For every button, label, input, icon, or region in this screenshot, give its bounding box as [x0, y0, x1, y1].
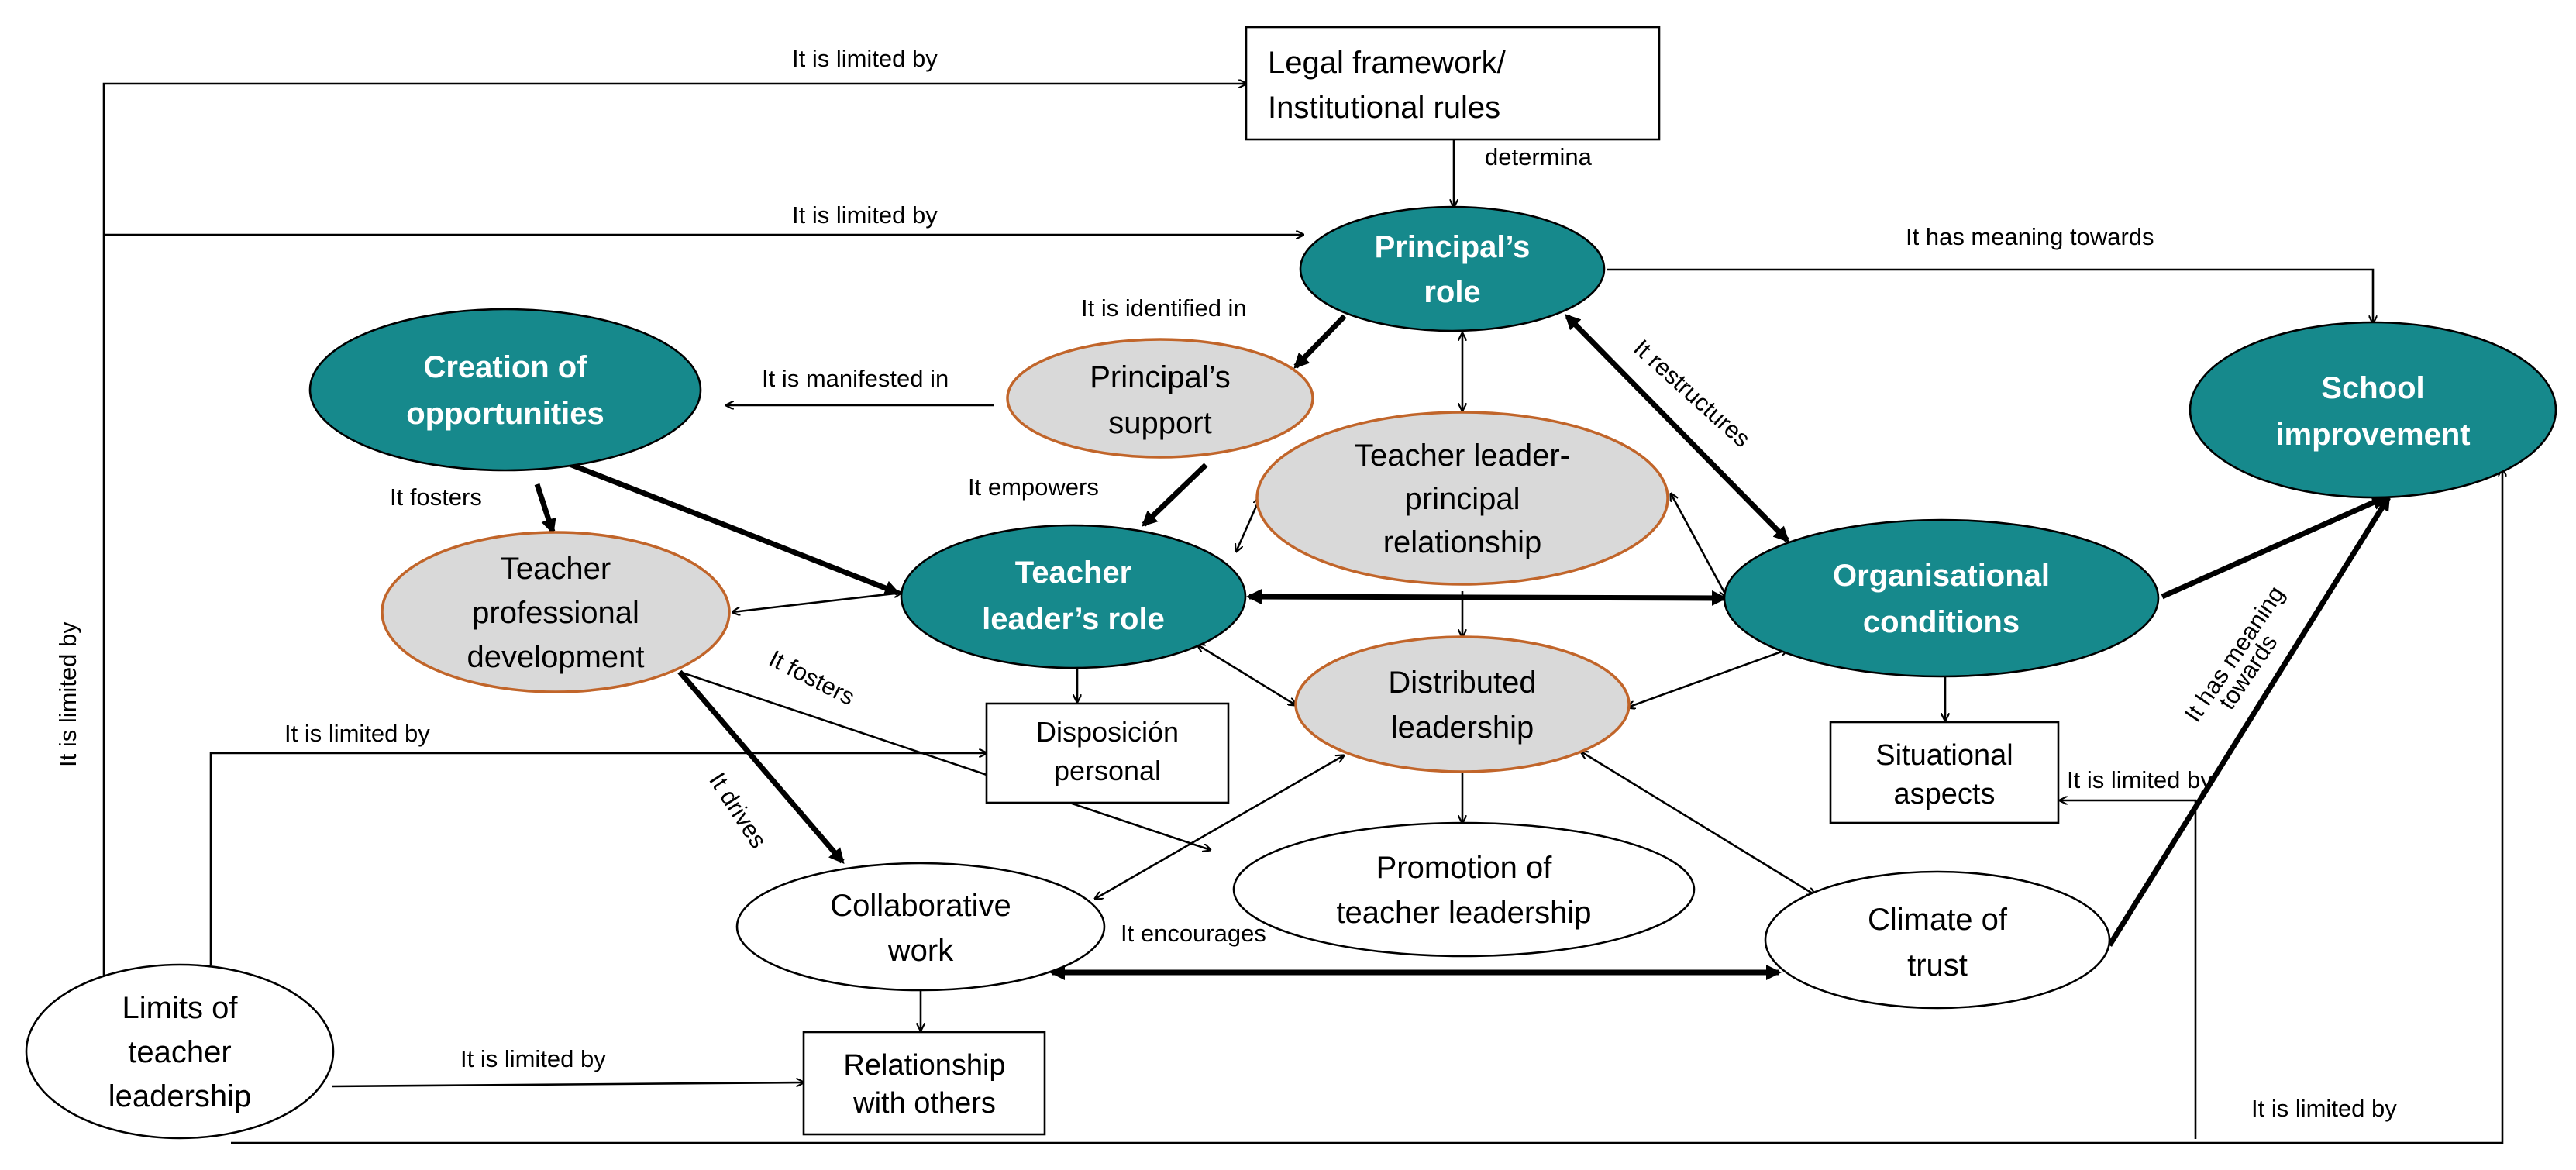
label-identified-in: It is identified in	[1081, 294, 1247, 322]
situational-aspects-line-1: Situational	[1875, 739, 2013, 772]
organisational-conditions-line-1: Organisational	[1833, 559, 2050, 593]
limits-line-1: Limits of	[122, 991, 239, 1025]
school-improvement-line-1: School	[2321, 371, 2424, 405]
collaborative-work-line-2: work	[887, 934, 954, 968]
node-distributed-leadership: Distributed leadership	[1294, 635, 1631, 773]
label-drives: It drives	[704, 768, 772, 853]
edge-teacher-leader-organisational	[1246, 589, 1727, 606]
label-limited-relationship: It is limited by	[460, 1045, 606, 1072]
node-climate-of-trust: Climate of trust	[1764, 870, 2111, 1010]
label-empowers: It empowers	[968, 473, 1099, 501]
edge-relationship-teacher-leader	[1236, 497, 1260, 552]
distributed-leadership-line-1: Distributed	[1388, 666, 1536, 700]
node-teacher-leaders-role: Teacher leader’s role	[900, 524, 1247, 669]
principals-role-line-1: Principal’s	[1375, 230, 1531, 264]
node-limits-of-teacher-leadership: Limits of teacher leadership	[25, 963, 335, 1140]
node-principals-role: Principal’s role	[1299, 205, 1606, 332]
teacher-leaders-role-line-2: leader’s role	[982, 602, 1165, 636]
label-fosters-tpd: It fosters	[390, 483, 482, 511]
school-improvement-line-2: improvement	[2275, 418, 2470, 452]
edge-limits-to-relationship	[331, 1082, 804, 1088]
label-restructures: It restructures	[1628, 334, 1755, 453]
edge-distributed-collaborative	[1095, 755, 1344, 899]
label-limited-principal: It is limited by	[792, 201, 938, 229]
promotion-line-2: teacher leadership	[1336, 896, 1591, 930]
node-school-improvement: School improvement	[2189, 321, 2557, 499]
label-limited-legal: It is limited by	[792, 45, 938, 72]
node-collaborative-work: Collaborative work	[735, 862, 1106, 992]
edge-bottom-to-school	[231, 469, 2502, 1144]
edge-tpd-to-collaborative	[677, 669, 845, 865]
edge-distributed-organisational	[1627, 649, 1788, 707]
node-promotion-of-teacher-leadership: Promotion of teacher leadership	[1232, 821, 1696, 958]
edge-bottom-to-situational	[2060, 800, 2197, 1139]
edge-tpd-teacher-leader	[732, 593, 901, 612]
node-teacher-leader-principal-relationship: Teacher leader- principal relationship	[1255, 411, 1669, 586]
edge-principal-to-support	[1293, 314, 1347, 369]
node-situational-aspects: Situational aspects	[1829, 721, 2060, 824]
label-manifested-in: It is manifested in	[762, 365, 949, 392]
node-disposicion-personal: Disposición personal	[985, 702, 1230, 804]
edge-limits-to-legal	[102, 84, 1246, 976]
node-principals-support: Principal’s support	[1006, 338, 1314, 459]
edge-teacher-leader-distributed	[1197, 645, 1296, 705]
edge-principal-to-school	[1607, 268, 2373, 323]
principals-support-line-1: Principal’s	[1090, 360, 1231, 394]
promotion-line-1: Promotion of	[1376, 851, 1553, 885]
node-creation-of-opportunities: Creation of opportunities	[308, 308, 702, 472]
principals-role-line-2: role	[1424, 275, 1480, 309]
climate-of-trust-line-1: Climate of	[1868, 903, 2008, 937]
edge-principal-organisational	[1565, 314, 1789, 542]
edge-limits-to-disposicion	[209, 753, 987, 965]
creation-of-opportunities-line-2: opportunities	[406, 397, 604, 431]
edge-creation-to-teacher-leader	[564, 459, 901, 596]
label-limited-disposicion: It is limited by	[284, 720, 430, 747]
climate-of-trust-line-2: trust	[1907, 948, 1968, 982]
label-fosters-promotion: It fosters	[765, 645, 859, 711]
relationship-line-2: principal	[1405, 482, 1520, 516]
node-teacher-professional-development: Teacher professional development	[381, 531, 731, 693]
situational-aspects-line-2: aspects	[1894, 778, 1996, 810]
edge-organisational-to-school	[2161, 494, 2388, 600]
tpd-line-2: professional	[472, 596, 639, 630]
edge-relationship-organisational	[1671, 494, 1727, 597]
legal-framework-line-1: Legal framework/	[1268, 46, 1507, 80]
relationship-with-others-line-2: with others	[852, 1087, 996, 1120]
collaborative-work-line-1: Collaborative	[830, 889, 1011, 923]
relationship-line-3: relationship	[1383, 525, 1542, 559]
relationship-with-others-line-1: Relationship	[843, 1049, 1005, 1082]
tpd-line-1: Teacher	[501, 552, 611, 586]
edge-creation-to-tpd	[534, 483, 556, 535]
organisational-conditions-line-2: conditions	[1863, 605, 2020, 639]
disposicion-line-2: personal	[1054, 755, 1161, 786]
limits-line-2: teacher	[128, 1035, 231, 1069]
node-relationship-with-others: Relationship with others	[802, 1031, 1046, 1136]
creation-of-opportunities-line-1: Creation of	[423, 350, 587, 384]
label-determina: determina	[1485, 143, 1593, 170]
node-organisational-conditions: Organisational conditions	[1723, 518, 2160, 678]
label-limited-vertical: It is limited by	[54, 621, 81, 767]
principals-support-line-2: support	[1108, 406, 1211, 440]
label-limited-school: It is limited by	[2251, 1095, 2397, 1122]
teacher-leaders-role-line-1: Teacher	[1015, 556, 1131, 590]
edge-climate-to-school	[2107, 494, 2391, 947]
edge-support-to-teacher-leader	[1142, 463, 1208, 527]
edge-distributed-climate	[1581, 752, 1815, 895]
disposicion-line-1: Disposición	[1036, 716, 1179, 748]
node-legal-framework: Legal framework/ Institutional rules	[1245, 26, 1661, 141]
label-meaning-school: It has meaning towards	[1906, 223, 2154, 250]
relationship-line-1: Teacher leader-	[1355, 439, 1570, 473]
legal-framework-line-2: Institutional rules	[1268, 91, 1500, 125]
distributed-leadership-line-2: leadership	[1391, 711, 1534, 745]
label-encourages: It encourages	[1121, 920, 1266, 947]
label-limited-situational: It is limited by	[2067, 766, 2213, 793]
limits-line-3: leadership	[108, 1079, 252, 1113]
tpd-line-3: development	[467, 640, 644, 674]
